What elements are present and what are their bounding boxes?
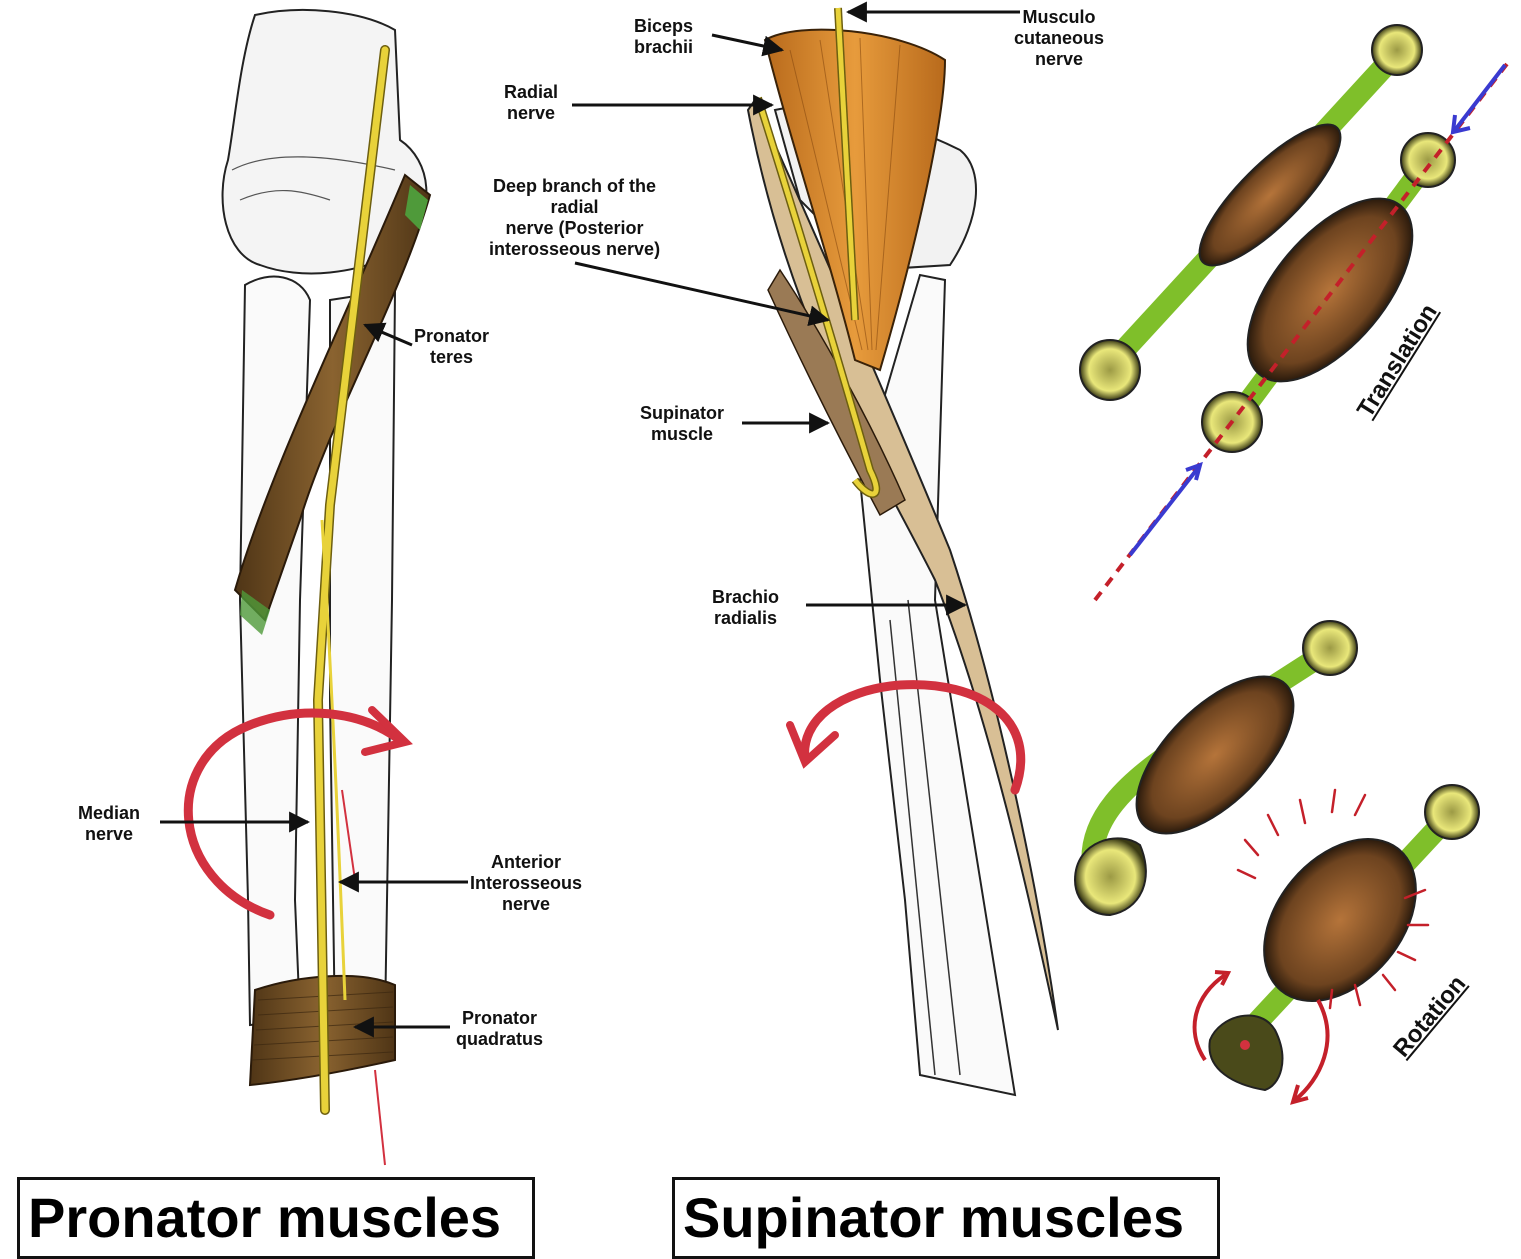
label-brachioradialis: Brachio radialis [712, 587, 780, 628]
supination-arrow [800, 680, 1026, 795]
muscle-mechanics-sketches [1073, 24, 1512, 1105]
label-supinator-muscle: Supinator muscle [640, 403, 724, 444]
supinator-title-box: Supinator muscles [672, 1177, 1220, 1259]
pronator-title-box: Pronator muscles [17, 1177, 535, 1259]
label-deep-branch-radial-nerve: Deep branch of the radial nerve (Posteri… [489, 176, 661, 259]
label-anterior-interosseous-nerve: Anterior Interosseous nerve [470, 852, 583, 914]
label-radial-nerve: Radial nerve [504, 82, 559, 123]
pronator-arm-drawing [183, 9, 432, 1166]
rotation-muscle-2 [1208, 784, 1480, 1092]
label-pronator-teres: Pronator teres [414, 326, 490, 367]
radius-bone [238, 275, 312, 1027]
biceps-brachii-muscle [763, 28, 947, 372]
rotation-muscle-1 [1073, 620, 1358, 917]
humerus-condyles [221, 9, 428, 275]
pronator-title: Pronator muscles [28, 1186, 502, 1249]
translation-muscle-1 [1079, 24, 1423, 401]
label-musculocutaneous-nerve: Musculo cutaneous nerve [1014, 7, 1105, 69]
supinator-arm-drawing [746, 7, 1059, 1097]
label-biceps-brachii: Biceps brachii [634, 16, 694, 57]
leader-arrows [160, 1, 1020, 1038]
pronator-teres-muscle [233, 173, 432, 622]
anterior-interosseous-nerve [320, 519, 347, 1001]
label-pronator-quadratus: Pronator quadratus [456, 1008, 544, 1049]
supinator-muscle [767, 268, 906, 517]
label-median-nerve: Median nerve [78, 803, 141, 844]
pronation-arrow [183, 708, 405, 920]
supinator-title: Supinator muscles [683, 1186, 1185, 1249]
